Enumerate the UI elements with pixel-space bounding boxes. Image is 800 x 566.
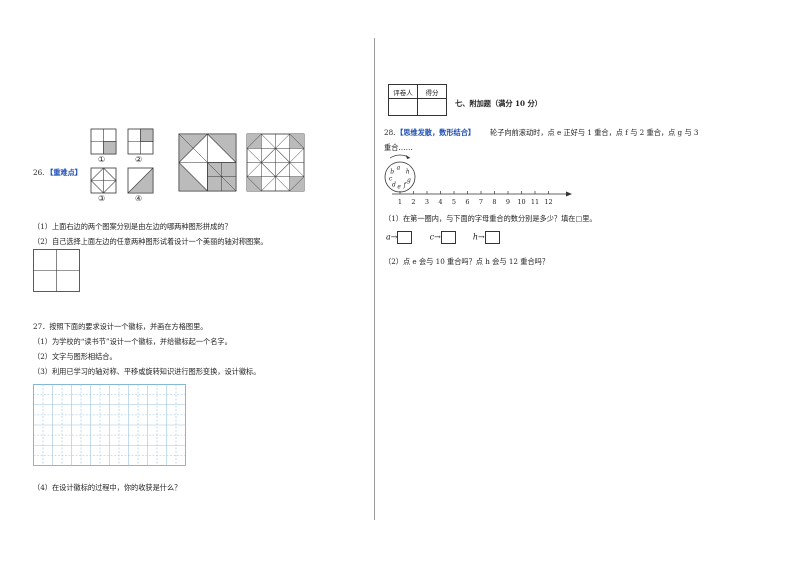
wheel-letter-e: e [397, 184, 401, 191]
tick-label: 5 [452, 198, 456, 206]
q26-number: 26. [33, 168, 45, 177]
q28-sub2: （2）点 e 会与 10 重合吗？点 h 会与 12 重合吗？ [384, 257, 550, 266]
shape-3 [90, 167, 117, 194]
answer-box-a[interactable] [397, 231, 413, 244]
arrow-icon: → [390, 232, 398, 242]
answer-box-h[interactable] [484, 231, 500, 244]
q26-answer-square [33, 249, 80, 292]
wheel-letter-g: g [407, 177, 411, 184]
number-line-arrow [566, 191, 572, 197]
q28-stem-line1: 轮子向前滚动时，点 e 正好与 1 重合，点 f 与 2 重合，点 g 与 3 [490, 128, 699, 137]
tick-label: 4 [438, 198, 442, 206]
option-label-3: ③ [98, 194, 106, 203]
tick-label: 11 [531, 198, 539, 206]
option-label-1: ① [98, 155, 106, 164]
shape-1 [90, 128, 117, 155]
pattern-b [246, 133, 305, 192]
tick-label: 7 [479, 198, 483, 206]
answer-letter-h: h [472, 232, 479, 242]
q27-grid [33, 384, 186, 466]
wheel-letter-b: b [390, 169, 394, 176]
score-table-score: 得分 [417, 84, 447, 99]
tick-label: 3 [425, 198, 429, 206]
answer-row: a→ c→ h→ [386, 231, 500, 244]
option-label-4: ④ [135, 194, 143, 203]
wheel-letter-c: c [389, 176, 393, 183]
score-table-reviewer: 评卷人 [388, 84, 418, 99]
q26-figures [90, 128, 305, 194]
q27-sub4: （4）在设计徽标的过程中，你的收获是什么？ [33, 483, 182, 492]
arrow-icon: → [434, 232, 441, 242]
answer-box-c[interactable] [440, 231, 456, 244]
tick-label: 8 [492, 198, 496, 206]
wheel-letter-f: f [403, 182, 408, 189]
q26-sub1: （1）上面右边的两个图案分别是由左边的哪两种图形拼成的？ [33, 222, 232, 231]
tick-label: 2 [411, 198, 415, 206]
tick-label: 6 [465, 198, 469, 206]
answer-letter-c: c [429, 232, 435, 242]
tick-label: 9 [506, 198, 510, 206]
q27-sub2: （2）文字与图形相结合。 [33, 352, 117, 361]
q28-sub1: （1）在第一圈内，与下面的字母重合的数分别是多少？填在□里。 [384, 214, 597, 223]
q27-sub1: （1）为学校的“读书节”设计一个徽标，并给徽标起一个名字。 [33, 337, 232, 346]
score-table-reviewer-cell[interactable] [388, 98, 418, 116]
shape-4 [127, 167, 154, 194]
section-7-title: 七、附加题（满分 10 分） [455, 99, 542, 108]
tick-label: 1 [398, 198, 402, 206]
shape-2 [127, 128, 154, 155]
score-table-score-cell[interactable] [417, 98, 447, 116]
pattern-a [178, 133, 237, 192]
q28-tag: 【思维发散，数形结合】 [396, 128, 476, 137]
score-table: 评卷人 得分 [388, 84, 447, 116]
q27-stem: 27．按照下面的要求设计一个徽标，并画在方格图里。 [33, 322, 208, 331]
q28-stem-line2: 重合…… [384, 143, 413, 152]
column-divider [374, 38, 375, 520]
q26-sub2: （2）自己选择上面左边的任意两种图形试着设计一个美丽的轴对称图案。 [33, 237, 268, 246]
q26-tag: 【重难点】 [46, 168, 82, 177]
wheel-letter-a: a [397, 165, 401, 172]
q28-number: 28. [384, 128, 396, 137]
q27-sub3: （3）利用已学习的轴对称、平移或旋转知识进行图形变换，设计徽标。 [33, 367, 261, 376]
tick-label: 12 [544, 198, 552, 206]
arrow-icon: → [478, 232, 485, 242]
option-label-2: ② [135, 155, 143, 164]
tick-label: 10 [517, 198, 525, 206]
wheel-letter-d: d [392, 181, 396, 188]
answer-letter-a: a [386, 232, 391, 242]
wheel-letter-h: h [406, 169, 410, 176]
